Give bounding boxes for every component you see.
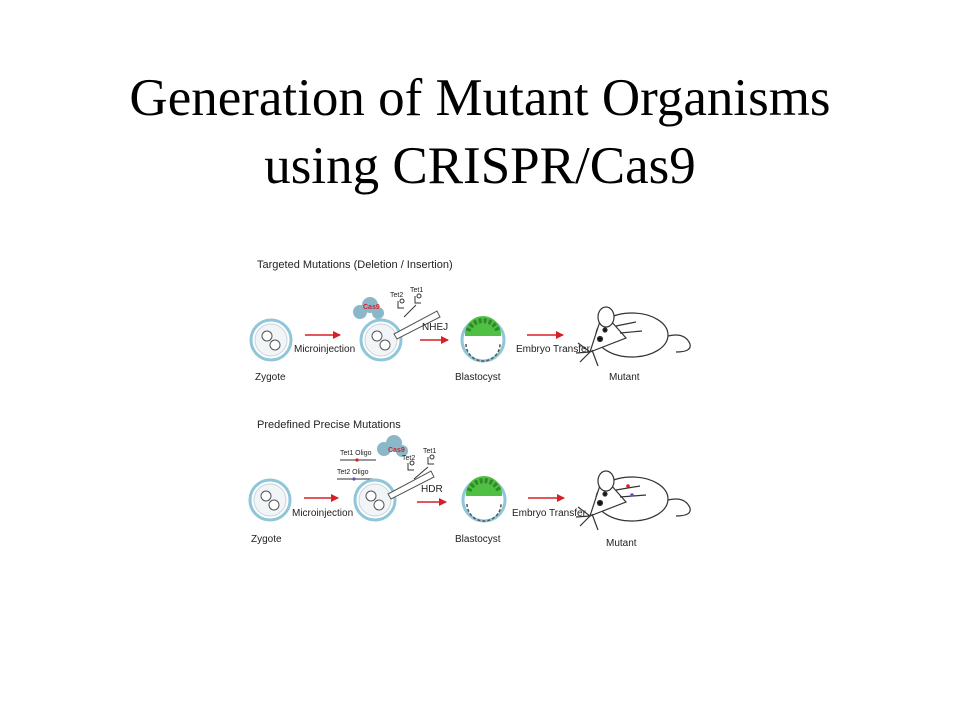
stage-label-zygote: Zygote [251, 534, 282, 545]
mouse-mutation-marks [626, 484, 634, 497]
injected-zygote-cell [359, 318, 403, 362]
tet2-oligo-mutation-mark [352, 477, 356, 481]
tet1-label: Tet1 [423, 448, 436, 455]
zygote-cell [249, 318, 293, 362]
guide-rna-icon [407, 454, 435, 471]
tet1-oligo-label: Tet1 Oligo [340, 450, 372, 457]
tet1-label: Tet1 [410, 287, 423, 294]
step-label-microinjection: Microinjection [294, 344, 355, 355]
stage-label-blastocyst: Blastocyst [455, 534, 501, 545]
tet2-oligo-label: Tet2 Oligo [337, 469, 369, 476]
blastocyst [461, 476, 507, 523]
injected-zygote-cell [353, 478, 397, 522]
panel-heading: Targeted Mutations (Deletion / Insertion… [257, 259, 453, 271]
title-line-2: using CRISPR/Cas9 [264, 137, 696, 195]
tet2-label: Tet2 [402, 455, 415, 462]
step-label-embryo-transfer: Embryo Transfer [516, 344, 591, 355]
step-label-nhej: NHEJ [422, 322, 448, 333]
tet2-label: Tet2 [390, 292, 403, 299]
zygote-cell [248, 478, 292, 522]
guide-rna-icon [397, 293, 422, 309]
blastocyst [460, 316, 506, 363]
panel-targeted-mutations: Targeted Mutations (Deletion / Insertion… [249, 259, 691, 383]
slide-title: Generation of Mutant Organisms using CRI… [0, 64, 960, 200]
cas9-protein-blob [377, 435, 408, 457]
mutant-mouse-icon [575, 306, 691, 367]
stage-label-blastocyst: Blastocyst [455, 372, 501, 383]
panel-precise-mutations: Predefined Precise Mutations Zygote Micr… [248, 419, 691, 549]
injection-needle [393, 310, 441, 340]
stage-label-mutant: Mutant [606, 538, 637, 549]
injection-direction-arrow [403, 304, 417, 318]
cas9-label: Cas9 [388, 447, 405, 454]
stage-label-zygote: Zygote [255, 372, 286, 383]
tet1-oligo-mutation-mark [355, 458, 359, 462]
step-label-microinjection: Microinjection [292, 508, 353, 519]
injection-needle [387, 470, 435, 500]
mutant-mouse-icon [575, 470, 691, 531]
injection-direction-arrow [413, 466, 429, 480]
step-label-hdr: HDR [421, 484, 443, 495]
stage-label-mutant: Mutant [609, 372, 640, 383]
panel-heading: Predefined Precise Mutations [257, 419, 401, 431]
step-label-embryo-transfer: Embryo Transfer [512, 508, 587, 519]
title-line-1: Generation of Mutant Organisms [129, 69, 831, 127]
cas9-protein-blob [353, 297, 384, 319]
cas9-label: Cas9 [363, 304, 380, 311]
